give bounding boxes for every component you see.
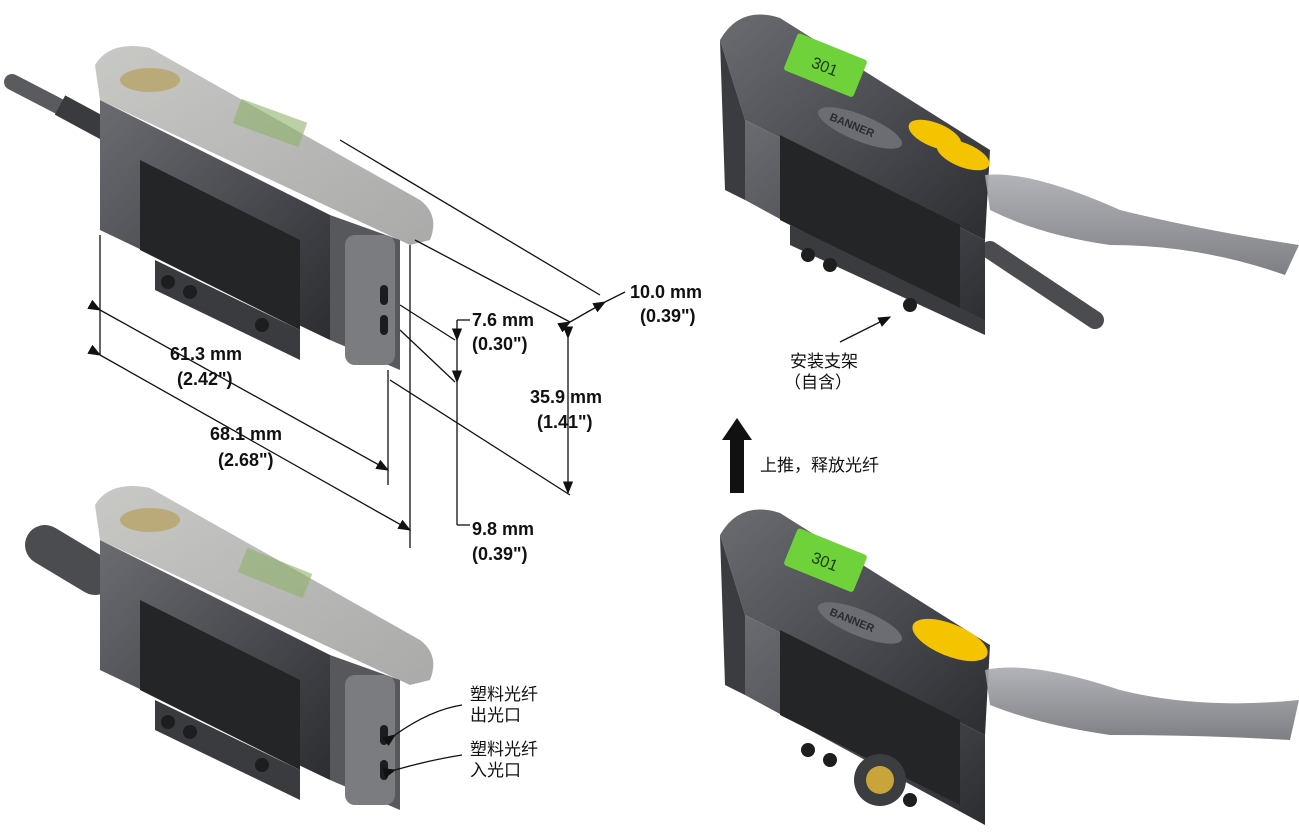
mount-hole xyxy=(255,318,269,332)
connector xyxy=(25,525,115,595)
mount-hole xyxy=(903,793,917,807)
dim-bottom-offset-in: (0.39") xyxy=(472,544,528,564)
base xyxy=(155,700,300,800)
mount-hole xyxy=(183,725,197,739)
dim-long-length-mm: 68.1 mm xyxy=(210,424,282,444)
bracket-label-line2: （自含） xyxy=(784,373,852,393)
indicator-window xyxy=(120,508,180,532)
push-up-arrow xyxy=(722,418,752,493)
port-hole xyxy=(380,315,388,335)
sensor-lever-closed: 301 BANNER xyxy=(720,14,1299,335)
label-panel xyxy=(140,600,300,770)
label-panel xyxy=(140,160,300,330)
mount-hole xyxy=(183,285,197,299)
receiver-label-line2: 入光口 xyxy=(470,761,521,781)
emitter-label-line1: 塑料光纤 xyxy=(470,685,538,705)
fiber-lock-lever xyxy=(985,667,1299,740)
mount-hole xyxy=(255,758,269,772)
mount-hole xyxy=(801,743,815,757)
label-panel xyxy=(780,135,960,310)
emitter-port xyxy=(380,725,388,745)
dim-height-mm: 10.0 mm xyxy=(630,282,702,302)
bracket-label-line1: 安装支架 xyxy=(790,352,858,372)
sensor-ports xyxy=(25,486,434,810)
mount-hole xyxy=(903,298,917,312)
connector-pins xyxy=(866,766,894,794)
housing-end xyxy=(720,535,745,695)
dim-long-length-in: (2.68") xyxy=(218,450,274,470)
lcd-display xyxy=(784,528,867,592)
cover xyxy=(95,46,434,245)
dim-short-length-in: (2.42") xyxy=(177,369,233,389)
dim-short-length-mm: 61.3 mm xyxy=(170,344,242,364)
dim-bottom-offset-mm: 9.8 mm xyxy=(472,519,534,539)
push-up-label: 上推，释放光纤 xyxy=(760,456,879,476)
label-panel xyxy=(780,630,960,805)
port-leaders xyxy=(382,704,463,779)
cover xyxy=(95,486,434,685)
bracket-leader xyxy=(839,316,892,343)
indicator-window xyxy=(120,68,180,92)
dim-mid-height-mm: 35.9 mm xyxy=(530,387,602,407)
dim-top-offset-mm: 7.6 mm xyxy=(472,310,534,330)
cable xyxy=(981,241,1104,329)
dim-mid-height-in: (1.41") xyxy=(537,412,593,432)
button-down xyxy=(936,139,990,171)
brand-plate xyxy=(817,107,903,149)
base xyxy=(790,225,985,335)
dimension-lines xyxy=(87,139,626,548)
mount-hole xyxy=(823,258,837,272)
buttons xyxy=(912,618,988,662)
receiver-label-line1: 塑料光纤 xyxy=(470,740,538,760)
mount-hole xyxy=(801,248,815,262)
port-hole xyxy=(380,285,388,305)
mount-hole xyxy=(823,753,837,767)
mount-hole xyxy=(161,275,175,289)
fiber-lock-lever xyxy=(985,174,1299,275)
dim-top-offset-in: (0.30") xyxy=(472,334,528,354)
display-window xyxy=(237,547,313,599)
housing-end xyxy=(720,40,745,200)
display-window xyxy=(232,98,308,148)
emitter-label-line2: 出光口 xyxy=(470,706,521,726)
dim-height-in: (0.39") xyxy=(640,306,696,326)
brand-plate xyxy=(817,602,903,644)
mount-hole xyxy=(161,715,175,729)
sensor-dimensioned xyxy=(4,46,434,370)
lcd-display xyxy=(784,33,867,97)
receiver-port xyxy=(380,760,388,780)
sensor-lever-open: 301 BANNER xyxy=(720,509,1299,825)
